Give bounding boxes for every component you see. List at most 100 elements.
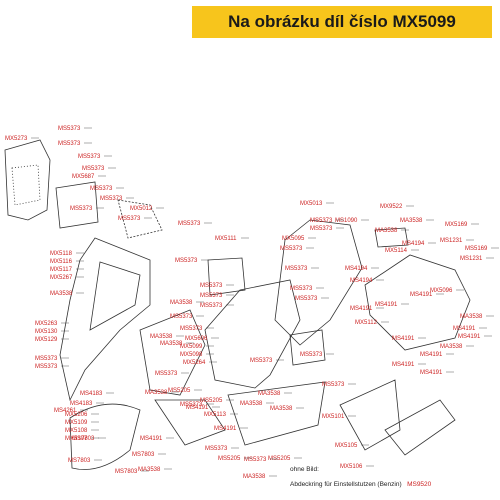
part-label: MS4191 — [375, 302, 398, 308]
rear-body-part — [274, 219, 363, 346]
part-label: MS5205 — [200, 398, 223, 404]
part-label: MS4191 — [453, 326, 476, 332]
title-banner: Na obrázku díl číslo MX5099 — [192, 6, 492, 38]
part-label: MA3538 — [50, 291, 73, 297]
part-label: MS4183 — [70, 401, 93, 407]
part-label: MS5373 — [58, 126, 81, 132]
part-label: MX5105 — [335, 443, 358, 449]
part-label: MS5373 — [285, 266, 308, 272]
part-label: MA3538 — [375, 228, 398, 234]
part-label: MS7803 — [72, 436, 95, 442]
page-title: Na obrázku díl číslo MX5099 — [228, 12, 456, 31]
part-label: MS4191 — [392, 336, 415, 342]
part-label: MS4191 — [420, 352, 443, 358]
part-label: MS5373 — [200, 293, 223, 299]
part-label: MX5118 — [50, 251, 73, 257]
part-label: MS5373 — [35, 356, 58, 362]
part-label: MS5169 — [465, 246, 488, 252]
part-label: MA3538 — [243, 474, 266, 480]
part-label: MS4261 — [54, 408, 77, 414]
part-label: MX9522 — [380, 204, 403, 210]
front-panel-part — [55, 181, 99, 229]
part-label: MX5099 — [180, 344, 203, 350]
part-label: MX5117 — [50, 267, 73, 273]
caption-line-2: Abdeckring für Einstellstutzen (Benzin) … — [290, 481, 431, 488]
part-label: MS1231 — [460, 256, 483, 262]
part-label: MX5109 — [65, 420, 88, 426]
part-label: MS5205 — [218, 456, 241, 462]
part-label: MS4194 — [402, 241, 425, 247]
part-label: MA3538 — [460, 314, 483, 320]
bracket-part — [374, 227, 409, 248]
part-label: MS4191 — [350, 306, 373, 312]
caption-code: MS9520 — [407, 481, 432, 488]
vent-grille-part — [117, 199, 163, 239]
part-label: MS5373 — [310, 226, 333, 232]
part-label: MX5263 — [35, 321, 58, 327]
part-label: MS5373 — [295, 296, 318, 302]
part-label: MS4191 — [140, 436, 163, 442]
headlight-grille-part — [11, 164, 41, 206]
front-shield-part — [59, 237, 151, 402]
center-tray-part — [207, 257, 246, 296]
part-label: MX5169 — [445, 222, 468, 228]
caption-line-1: ohne Bild: — [290, 466, 319, 473]
part-label: MS5373 — [58, 141, 81, 147]
part-label: MS5373 — [310, 218, 333, 224]
front-fender-part — [69, 403, 141, 470]
lower-fender-part — [154, 399, 226, 446]
part-label: MA3538 — [160, 341, 183, 347]
part-label: MX5113 — [204, 412, 227, 418]
part-label: MA3538 — [240, 401, 263, 407]
part-label: MS5373 — [175, 258, 198, 264]
part-label: MS5373 — [100, 196, 123, 202]
connector-part — [289, 329, 326, 366]
part-label: MX5116 — [50, 259, 73, 265]
side-strip-left-part — [339, 379, 401, 451]
part-label: MA3538 — [150, 334, 173, 340]
side-strip-right-part — [384, 399, 456, 456]
part-label: MX5111 — [215, 236, 237, 242]
caption-text: Abdeckring für Einstellstutzen (Benzin) — [290, 481, 402, 488]
part-label: MS5373 — [200, 303, 223, 309]
part-label: MX5114 — [385, 248, 408, 254]
part-label: MS5373 — [300, 352, 323, 358]
part-label: MS5373 — [250, 358, 273, 364]
headlight-mask-part — [4, 139, 51, 221]
part-label: MS7803 — [115, 469, 138, 475]
part-label: MX5095 — [282, 236, 305, 242]
part-label: MS5373 — [244, 457, 267, 463]
part-label: MS5373 — [170, 314, 193, 320]
part-label: MX5096 — [430, 288, 453, 294]
part-label: MA3538 — [270, 406, 293, 412]
part-label: MX5206 — [65, 412, 88, 418]
part-label: MS5373 — [35, 364, 58, 370]
part-label: MS5373 — [70, 206, 93, 212]
part-label: MS5373 — [200, 283, 223, 289]
part-label: MS5373 — [82, 166, 105, 172]
part-label: MS5373 — [290, 286, 313, 292]
side-cover-left-part — [139, 309, 206, 396]
part-label: MS4191 — [458, 334, 481, 340]
part-label: MS5205 — [168, 388, 191, 394]
part-label: MS5373 — [280, 246, 303, 252]
part-label: MA3538 — [400, 218, 423, 224]
part-label: MA3538 — [138, 467, 161, 473]
part-label: MX5012 — [130, 206, 153, 212]
part-label: MS5373 — [118, 216, 141, 222]
part-label: MS4191 — [392, 362, 415, 368]
part-label: MS1231 — [440, 238, 463, 244]
part-label: MX5013 — [300, 201, 323, 207]
part-label: MX5108 — [65, 428, 88, 434]
part-label: MA3538 — [258, 391, 281, 397]
part-label: MS5373 — [205, 446, 228, 452]
part-label: MX5687 — [72, 174, 95, 180]
part-label: MS4194 — [345, 266, 368, 272]
part-label: MS4191 — [420, 370, 443, 376]
part-label: MA3538 — [170, 300, 193, 306]
part-label: MX5130 — [35, 329, 58, 335]
rear-guard-part — [227, 381, 326, 446]
part-label: MX5101 — [322, 414, 345, 420]
part-label: MS7803 — [68, 458, 91, 464]
